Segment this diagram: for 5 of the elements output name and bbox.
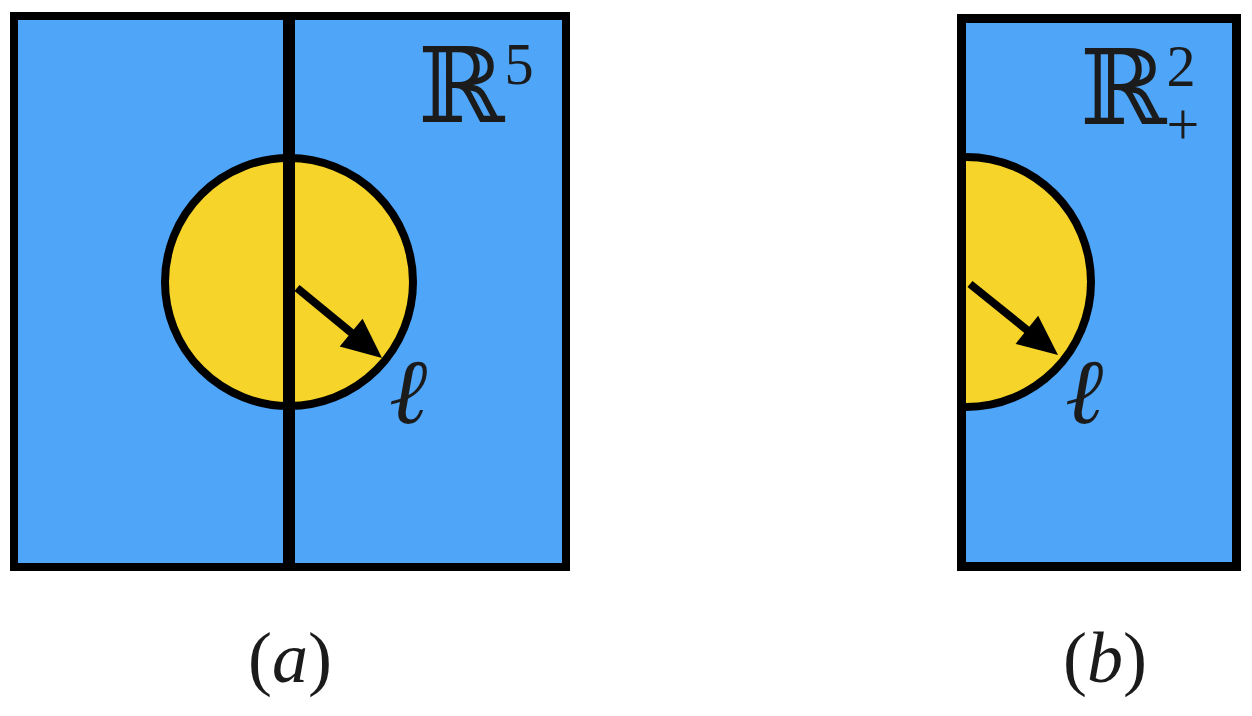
length-label: ℓ	[1065, 346, 1104, 438]
region-rectangle	[957, 14, 1241, 571]
length-label: ℓ	[389, 346, 428, 438]
space-symbol: ℝ$^{5}$	[418, 34, 534, 138]
region-square	[10, 12, 570, 571]
